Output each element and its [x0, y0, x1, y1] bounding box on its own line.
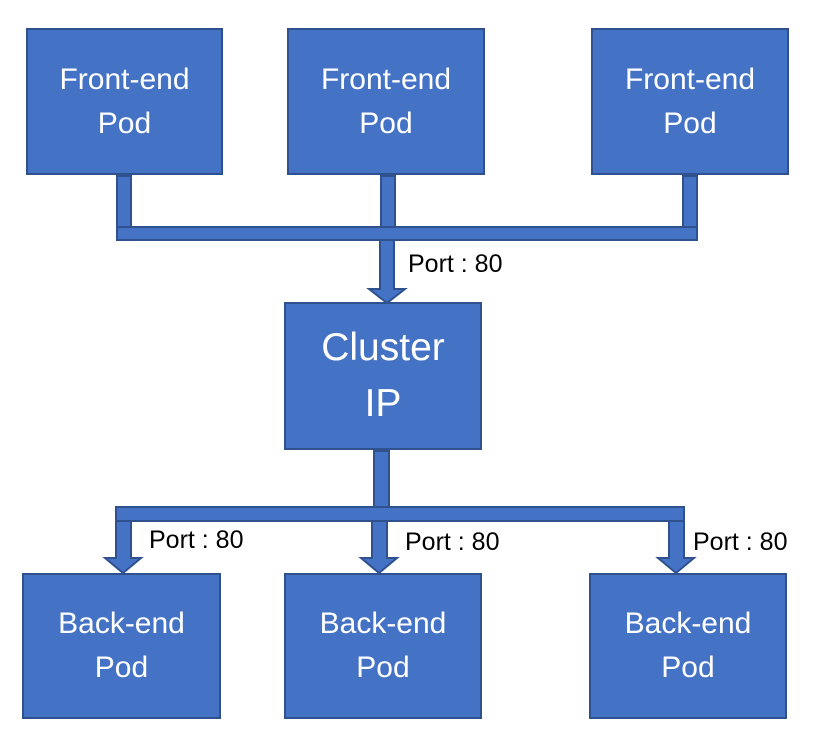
front-end-pod-3-line2: Pod	[663, 106, 717, 140]
back-end-pod-1-line2: Pod	[94, 651, 149, 684]
front-end-collector-bar	[116, 226, 698, 241]
front-end-pod-2-line1: Front-end	[320, 62, 452, 96]
arrow-to-cluster-ip	[366, 239, 408, 305]
front-end-pod-2: Front-end Pod	[287, 28, 485, 175]
back-end-pod-2: Back-end Pod	[284, 573, 482, 719]
service-port-label: Port : 80	[408, 250, 503, 278]
front-end-pod-1-line1: Front-end	[59, 62, 190, 96]
front-end-pod-1-connector	[116, 175, 132, 230]
back-end-distribution-bar	[115, 506, 685, 522]
back-end-pod-1-port-label: Port : 80	[149, 526, 244, 554]
front-end-pod-2-line2: Pod	[359, 106, 413, 140]
back-end-pod-2-port-label: Port : 80	[405, 528, 500, 556]
arrow-to-back-end-pod-1	[102, 520, 144, 575]
front-end-pod-1: Front-end Pod	[26, 28, 223, 175]
front-end-pod-2-connector	[380, 175, 396, 230]
back-end-pod-1-line1: Back-end	[58, 607, 185, 640]
cluster-ip-service: Cluster IP	[284, 302, 482, 450]
back-end-pod-3-line2: Pod	[661, 651, 715, 684]
back-end-pod-2-line1: Back-end	[319, 607, 447, 640]
back-end-pod-3-port-label: Port : 80	[693, 528, 788, 556]
front-end-pod-3-connector	[682, 175, 698, 230]
front-end-pod-3-line1: Front-end	[624, 62, 756, 96]
arrow-to-back-end-pod-2	[358, 520, 400, 575]
cluster-ip-line1: Cluster	[321, 326, 445, 369]
cluster-ip-line2: IP	[364, 382, 402, 425]
back-end-pod-3: Back-end Pod	[589, 573, 787, 719]
back-end-pod-2-line2: Pod	[356, 651, 410, 684]
back-end-pod-1: Back-end Pod	[22, 573, 221, 719]
front-end-pod-3: Front-end Pod	[591, 28, 789, 175]
cluster-ip-stem	[373, 450, 390, 510]
front-end-pod-1-line2: Pod	[97, 106, 152, 140]
arrow-to-back-end-pod-3	[655, 520, 697, 575]
back-end-pod-3-line1: Back-end	[624, 607, 752, 640]
